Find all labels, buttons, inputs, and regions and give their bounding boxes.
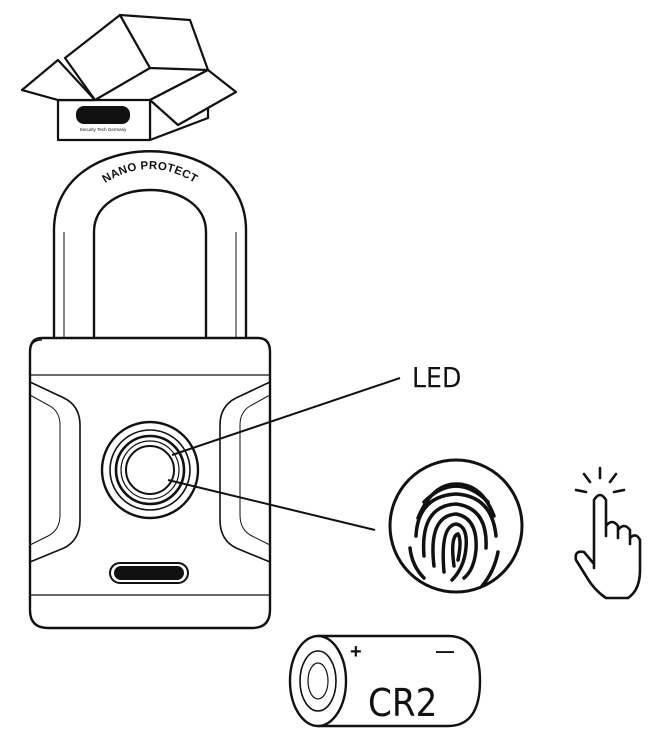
box-icon <box>20 13 238 142</box>
battery-plus: + <box>350 641 362 663</box>
led-leader-line <box>171 377 401 456</box>
padlock-logo: ABUS <box>109 562 189 584</box>
box-tagline: Security Tech Germany <box>80 127 127 132</box>
box-brand: ABUS <box>87 111 118 123</box>
touch-hand-icon <box>574 466 642 600</box>
padlock-icon: NANO PROTECT ABUS <box>28 150 272 630</box>
sensor-leader-line <box>167 479 376 531</box>
padlock-brand: ABUS <box>129 567 168 581</box>
fingerprint-icon <box>388 458 524 594</box>
shackle <box>52 150 248 347</box>
battery-minus: — <box>436 641 454 661</box>
led-label: LED <box>412 361 461 394</box>
box-logo: ABUS Security Tech Germany <box>76 106 130 132</box>
fingerprint-sensor[interactable] <box>100 420 200 520</box>
battery-icon: + — CR2 <box>288 634 482 728</box>
battery-type-label: CR2 <box>368 681 437 725</box>
